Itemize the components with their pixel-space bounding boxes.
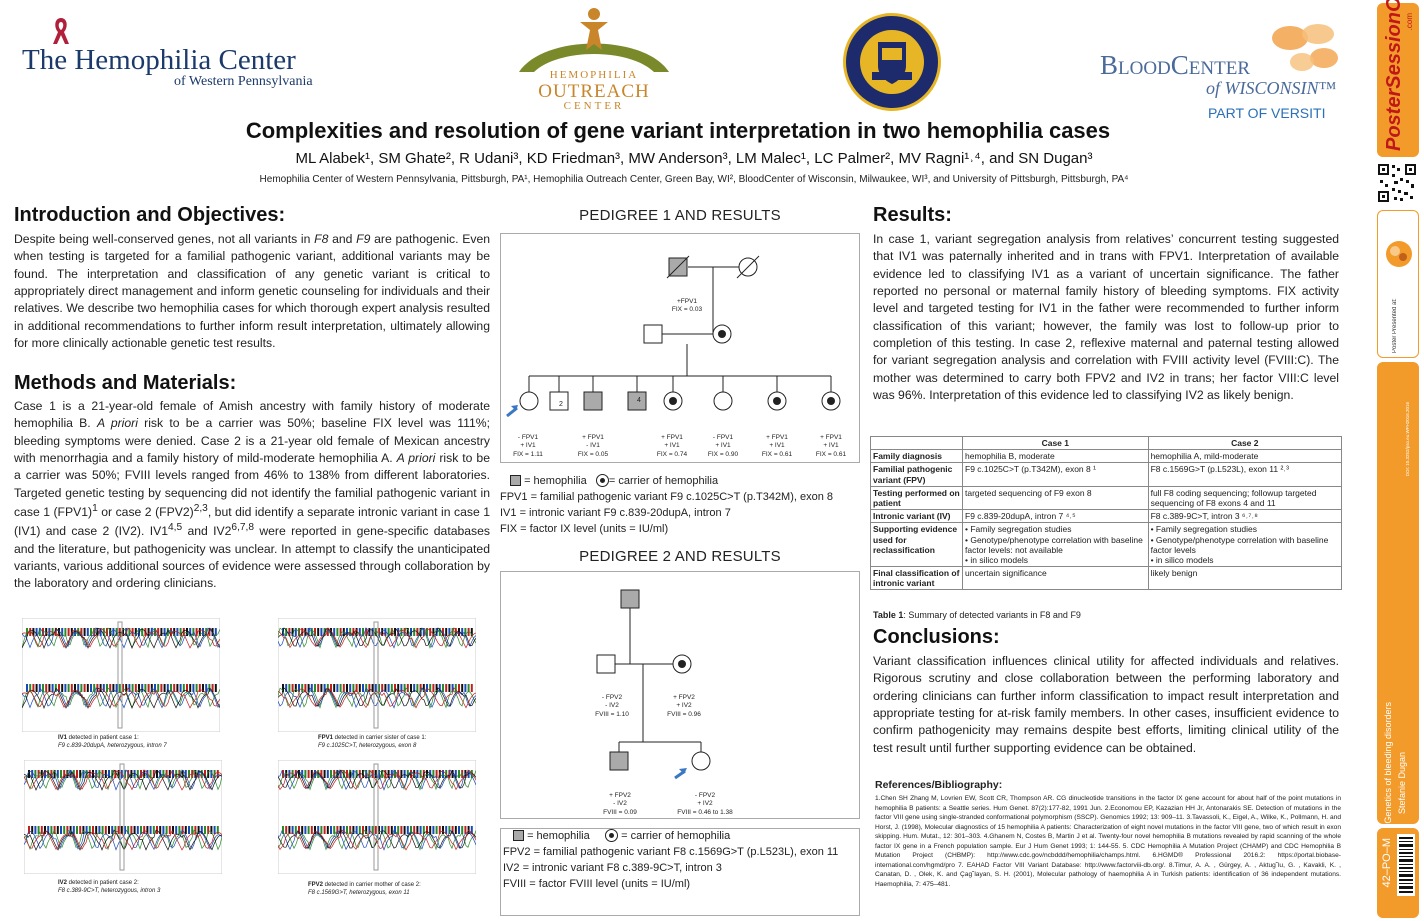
proband-case1	[519, 391, 539, 411]
chromatogram-iv2-caption: IV2 detected in patient case 2:F8 c.389-…	[58, 880, 161, 894]
intro-paragraph: Despite being well-conserved genes, not …	[14, 232, 491, 350]
father	[643, 324, 663, 344]
presented-at-label: Poster Presented at:	[1392, 298, 1398, 353]
sibling-count-b: 4	[637, 397, 641, 404]
carrier-circle-icon	[595, 474, 609, 487]
chromatogram-fpv2	[278, 760, 476, 874]
sibling-count-a: 2	[559, 401, 563, 408]
hemophilia-center-subname: of Western Pennsylvania	[174, 74, 313, 89]
outreach-line3: CENTER	[563, 100, 625, 112]
table-row: Intronic variant (IV)F9 c.839-20dupA, in…	[870, 509, 1343, 524]
pedigree1-legend: = hemophilia = carrier of hemophilia FPV…	[500, 474, 834, 535]
hemophilia-center-logo: The Hemophilia Center of Western Pennsyl…	[22, 16, 332, 96]
figure-arc-icon	[519, 8, 669, 72]
methods-heading: Methods and Materials:	[14, 372, 237, 394]
outreach-line2: OUTREACH	[538, 81, 650, 102]
references-heading: References/Bibliography:	[875, 779, 1003, 791]
brand-name: PosterSessionOnline	[1383, 0, 1405, 151]
bloodcenter-logo: BloodCenter of WISCONSIN™ PART OF VERSIT…	[1100, 20, 1350, 121]
barcode-icon	[1397, 834, 1415, 896]
poster-code: 42–PO–M	[1381, 838, 1393, 888]
outreach-center-logo: HEMOPHILIA OUTREACH CENTER	[514, 4, 674, 112]
hemophilia-square-icon	[510, 475, 521, 486]
references-list: 1.Chen SH Zhang M, Lovrien EW, Scott CR,…	[875, 795, 1341, 888]
chromatogram-iv1	[22, 618, 220, 732]
chromatogram-iv2	[24, 760, 222, 874]
pedigree2-legend: = hemophilia = carrier of hemophilia FPV…	[500, 828, 860, 916]
pedigree1-heading: PEDIGREE 1 AND RESULTS	[579, 207, 781, 224]
presented-at-badge: Poster Presented at:	[1377, 210, 1419, 358]
results-heading: Results:	[873, 204, 952, 226]
intro-heading: Introduction and Objectives:	[14, 204, 286, 226]
proband-case2	[691, 751, 711, 771]
category-label: Genetics of bleeding disorders	[1383, 702, 1393, 824]
chromatogram-fpv1-caption: FPV1 detected in carrier sister of case …	[318, 735, 427, 749]
outreach-line1: HEMOPHILIA	[549, 69, 639, 81]
doi-label: DOI: 10.3252/pso.eu.WFH2016.2016	[1405, 402, 1410, 477]
conclusions-heading: Conclusions:	[873, 626, 1000, 648]
methods-paragraph: Case 1 is a 21-year-old female of Amish …	[14, 399, 491, 591]
table-row: Final classification of intronic variant…	[870, 566, 1343, 591]
poster-session-brand[interactable]: PosterSessionOnline .com	[1377, 0, 1419, 157]
congress-logo-icon	[1386, 241, 1412, 267]
hemophilia-center-name: The Hemophilia Center	[22, 44, 296, 76]
chromatogram-fpv1	[278, 618, 476, 732]
poster-info-panel: DOI: 10.3252/pso.eu.WFH2016.2016 Genetic…	[1377, 362, 1419, 824]
drop-petals-icon	[1272, 24, 1338, 71]
table-caption: Table 1: Summary of detected variants in…	[873, 610, 1081, 620]
conclusions-paragraph: Variant classification influences clinic…	[873, 654, 1339, 755]
bloodcenter-subname: of WISCONSIN™	[1206, 78, 1337, 98]
pedigree2-heading: PEDIGREE 2 AND RESULTS	[579, 548, 781, 565]
carrier-circle-icon	[605, 829, 619, 842]
table-header-row: Case 1 Case 2	[870, 435, 1343, 451]
author-label: Stefanie Dugan	[1397, 752, 1407, 815]
university-seal-icon	[843, 13, 941, 111]
poster-title: Complexities and resolution of gene vari…	[245, 118, 1111, 143]
pedigree2-diagram	[596, 589, 711, 780]
pedigree1-diagram	[506, 255, 841, 418]
hemophilia-square-icon	[513, 830, 524, 841]
father	[596, 654, 616, 674]
ribbon-icon	[53, 18, 69, 44]
table-row: Supporting evidence used for reclassific…	[870, 522, 1343, 568]
table-row: Familial pathogenic variant (FPV)F9 c.10…	[870, 462, 1343, 487]
poster-affiliations: Hemophilia Center of Western Pennsylvani…	[259, 174, 1129, 185]
chromatogram-fpv2-caption: FPV2 detected in carrier mother of case …	[308, 882, 421, 896]
bloodcenter-name: BloodCenter	[1100, 50, 1250, 80]
poster-authors: ML Alabek¹, SM Ghate², R Udani³, KD Frie…	[295, 150, 1093, 167]
results-paragraph: In case 1, variant segregation analysis …	[873, 232, 1339, 402]
grandfather-affected	[620, 589, 640, 609]
chromatogram-iv1-caption: IV1 detected in patient case 1:F9 c.839-…	[58, 735, 167, 749]
son-affected	[609, 751, 629, 771]
qr-code-icon[interactable]	[1376, 162, 1418, 204]
bloodcenter-tagline: PART OF VERSITI	[1208, 105, 1326, 121]
brand-domain: .com	[1405, 13, 1414, 31]
poster-code-panel: 42–PO–M	[1377, 828, 1419, 918]
